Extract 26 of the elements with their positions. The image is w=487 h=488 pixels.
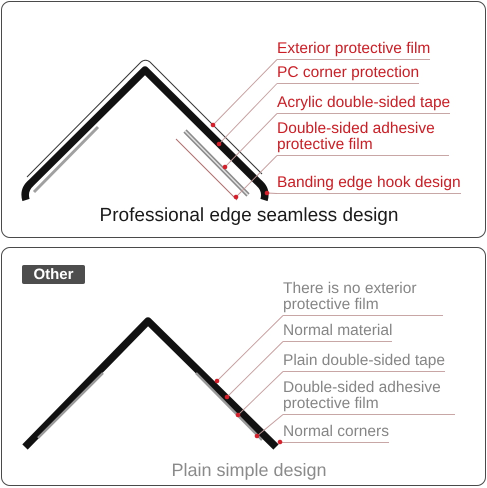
leader-line: [254, 414, 284, 438]
leader-line: [234, 155, 278, 200]
callout-label: Exterior protective film: [277, 41, 430, 60]
leader-line: [216, 83, 278, 146]
leader-line: [214, 315, 284, 384]
comparison-panel: [1, 247, 486, 486]
category-tag: Other: [22, 265, 85, 284]
callout-label: Plain double-sided tape: [283, 353, 446, 372]
callout-label: Double-sided adhesive protective film: [277, 121, 449, 156]
comparison-panel: [1, 1, 486, 238]
callout-label: Banding edge hook design: [277, 175, 461, 194]
callout-label: Double-sided adhesive protective film: [283, 380, 455, 415]
leader-line: [210, 59, 278, 128]
callout-label: Normal corners: [283, 424, 389, 443]
leader-line: [236, 371, 284, 418]
callout-label: PC corner protection: [277, 65, 420, 84]
corner-guard-drawing: [20, 315, 281, 452]
callout-label: Normal material: [283, 323, 392, 342]
panel-caption: Plain simple design: [171, 459, 327, 481]
leader-line: [222, 113, 278, 170]
callout-label: Acrylic double-sided tape: [277, 95, 450, 114]
panel-caption: Professional edge seamless design: [100, 205, 398, 227]
leader-line: [278, 440, 284, 444]
callout-label: There is no exterior protective film: [283, 281, 443, 316]
leader-line: [264, 190, 278, 196]
leader-line: [224, 341, 284, 400]
